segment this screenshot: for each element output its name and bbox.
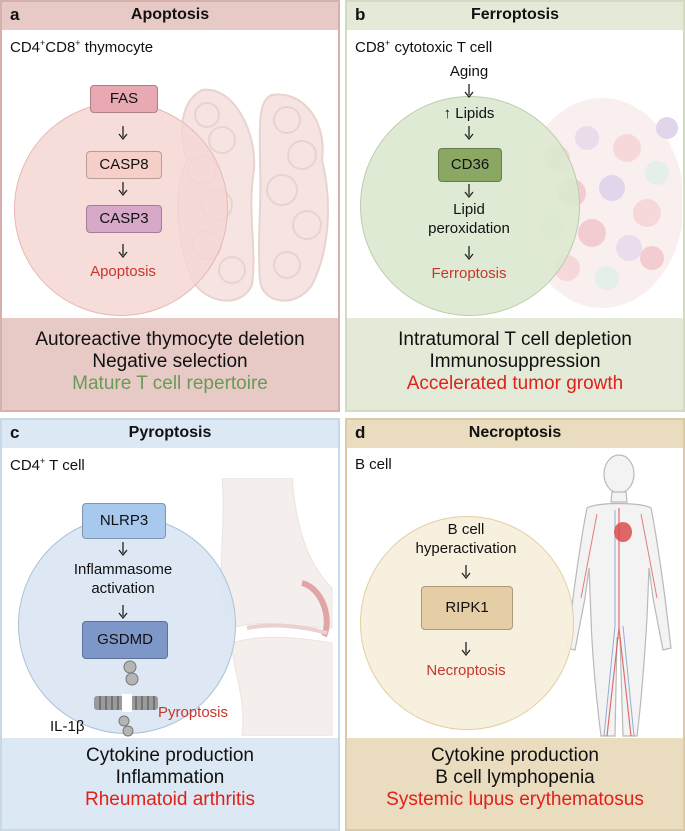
cell-type-label: B cell: [355, 456, 392, 473]
arrow-down: [464, 184, 474, 198]
arrow-down: [118, 244, 128, 258]
panel-body: CD8+ cytotoxic T cell Aging ↑ Lipids CD3…: [347, 30, 683, 318]
panel-body: CD4+CD8+ thymocyte FAS CASP8 CASP3 Apopt…: [2, 30, 338, 318]
panel-letter: a: [10, 5, 20, 24]
arrow-down: [464, 84, 474, 98]
fate-label: Necroptosis: [426, 662, 506, 679]
arrow-down: [464, 126, 474, 140]
outcome-3: Systemic lupus erythematosus: [386, 789, 644, 810]
human-body-illustration: [566, 454, 672, 737]
arrow-down: [118, 126, 128, 140]
step-b-cell: B cell: [447, 521, 485, 538]
node-fas: FAS: [90, 85, 158, 113]
node-casp3: CASP3: [86, 205, 162, 233]
outcome-2: Inflammation: [115, 767, 225, 788]
panel-apoptosis: a Apoptosis CD4+CD8+ thymocyte FAS CASP8…: [0, 0, 340, 412]
panel-title: Pyroptosis: [128, 424, 212, 441]
panel-letter: d: [355, 423, 366, 442]
step-peroxidation: peroxidation: [428, 220, 510, 237]
outcome-1: Cytokine production: [86, 745, 254, 766]
fate-label: Apoptosis: [90, 263, 156, 280]
panel-ferroptosis: b Ferroptosis CD8+ cytotoxic T cell Agin…: [345, 0, 685, 412]
step-inflammasome: Inflammasome: [73, 561, 173, 578]
cell-type-label: CD4+CD8+ thymocyte: [10, 38, 154, 56]
step-hyperactivation: hyperactivation: [415, 540, 517, 557]
il-1b-label: IL-1β: [50, 718, 85, 735]
step-aging: Aging: [449, 63, 489, 80]
panel-title: Apoptosis: [130, 6, 210, 23]
node-cd36: CD36: [438, 148, 502, 182]
panel-header: d Necroptosis: [347, 420, 683, 448]
panel-body: CD4+ T cell NLRP3 Inflammasome activatio…: [2, 448, 338, 738]
cell-circle: [360, 96, 580, 316]
fate-label: Ferroptosis: [431, 265, 507, 282]
node-casp8: CASP8: [86, 151, 162, 179]
node-ripk1: RIPK1: [421, 586, 513, 630]
arrow-down: [118, 542, 128, 556]
arrow-down: [464, 246, 474, 260]
cell-type-label: CD4+ T cell: [10, 456, 85, 474]
outcome-3: Accelerated tumor growth: [406, 373, 624, 394]
joint-illustration: [220, 478, 333, 736]
panel-header: b Ferroptosis: [347, 2, 683, 30]
step-lipid: Lipid: [453, 201, 485, 218]
outcome-3: Mature T cell repertoire: [72, 373, 268, 394]
panel-header: a Apoptosis: [2, 2, 338, 30]
outcome-2: Immunosuppression: [429, 351, 601, 372]
panel-pyroptosis: c Pyroptosis CD4+ T cell NLRP3 Inflammas…: [0, 418, 340, 831]
gsdmd-pore-icon: [94, 660, 158, 737]
arrow-down: [461, 565, 471, 579]
node-gsdmd: GSDMD: [82, 621, 168, 659]
outcome-1: Autoreactive thymocyte deletion: [35, 329, 305, 350]
cell-type-label: CD8+ cytotoxic T cell: [355, 38, 493, 56]
step-lipids: ↑ Lipids: [443, 105, 495, 122]
node-nlrp3: NLRP3: [82, 503, 166, 539]
panel-title: Necroptosis: [468, 424, 562, 441]
step-activation: activation: [91, 580, 155, 597]
arrow-down: [118, 605, 128, 619]
panel-title: Ferroptosis: [470, 6, 559, 23]
fate-label: Pyroptosis: [157, 704, 229, 721]
arrow-down: [461, 642, 471, 656]
panel-header: c Pyroptosis: [2, 420, 338, 448]
outcome-2: B cell lymphopenia: [435, 767, 595, 788]
panel-body: B cell B cell hyperactivation RIPK1 Necr…: [347, 448, 683, 738]
arrow-down: [118, 182, 128, 196]
outcome-1: Cytokine production: [431, 745, 599, 766]
outcome-1: Intratumoral T cell depletion: [398, 329, 632, 350]
panel-letter: b: [355, 5, 366, 24]
outcome-2: Negative selection: [92, 351, 248, 372]
panel-necroptosis: d Necroptosis B cell B cell hyperactivat…: [345, 418, 685, 831]
panel-letter: c: [10, 423, 20, 442]
outcome-3: Rheumatoid arthritis: [84, 789, 256, 810]
